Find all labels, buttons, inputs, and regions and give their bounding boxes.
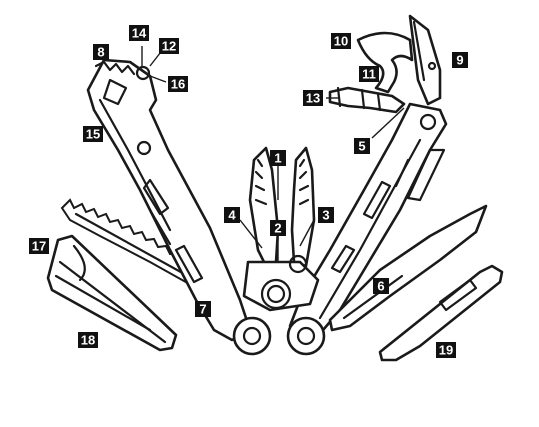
callout-label: 11	[362, 67, 376, 82]
file-tool	[46, 234, 178, 352]
callout-3: 3	[318, 207, 334, 223]
callout-label: 19	[439, 343, 453, 358]
callout-18: 18	[78, 332, 98, 348]
pivots	[232, 316, 326, 356]
callout-box	[29, 238, 49, 254]
callout-17: 17	[29, 238, 49, 254]
callout-label: 7	[199, 302, 206, 317]
leader-lines	[141, 46, 405, 262]
left-handle	[86, 58, 252, 342]
main-blade	[328, 204, 488, 332]
callout-label: 5	[358, 139, 365, 154]
callout-box	[129, 25, 149, 41]
callout-15: 15	[83, 126, 103, 142]
pliers	[242, 146, 320, 312]
callout-box	[78, 332, 98, 348]
callout-10: 10	[331, 33, 351, 49]
callout-box	[224, 207, 240, 223]
callout-box	[331, 33, 351, 49]
callout-19: 19	[436, 342, 456, 358]
callout-label: 3	[322, 208, 329, 223]
callout-label: 13	[306, 91, 320, 106]
callout-7: 7	[195, 301, 211, 317]
callout-label: 10	[334, 34, 348, 49]
callout-16: 16	[168, 76, 188, 92]
callout-label: 14	[132, 26, 147, 41]
callout-5: 5	[354, 138, 370, 154]
callout-label: 8	[97, 45, 104, 60]
callout-box	[270, 150, 286, 166]
callout-6: 6	[373, 278, 389, 294]
top-blades	[356, 14, 442, 106]
callout-label: 15	[86, 127, 100, 142]
callout-box	[373, 278, 389, 294]
callout-box	[168, 76, 188, 92]
callout-14: 14	[129, 25, 149, 41]
pocket-clip	[378, 264, 504, 362]
callout-label: 6	[377, 279, 384, 294]
callout-box	[303, 90, 323, 106]
callout-12: 12	[159, 38, 179, 54]
callout-label: 12	[162, 39, 176, 54]
callout-label: 4	[228, 208, 236, 223]
callout-1: 1	[270, 150, 286, 166]
callout-box	[452, 52, 468, 68]
callout-13: 13	[303, 90, 323, 106]
callout-box	[159, 38, 179, 54]
callout-box	[354, 138, 370, 154]
callout-box	[270, 220, 286, 236]
callout-label: 9	[456, 53, 463, 68]
callout-box	[195, 301, 211, 317]
callout-11: 11	[359, 66, 379, 82]
callout-label: 16	[171, 77, 185, 92]
bit-driver	[328, 86, 406, 114]
callout-box	[318, 207, 334, 223]
callout-box	[359, 66, 379, 82]
callout-8: 8	[93, 44, 109, 60]
callout-label: 1	[274, 151, 281, 166]
callout-box	[436, 342, 456, 358]
callout-label: 18	[81, 333, 95, 348]
callout-2: 2	[270, 220, 286, 236]
callout-box	[93, 44, 109, 60]
callout-box	[83, 126, 103, 142]
callout-label: 17	[32, 239, 46, 254]
callout-4: 4	[224, 207, 240, 223]
callout-9: 9	[452, 52, 468, 68]
callout-label: 2	[274, 221, 281, 236]
